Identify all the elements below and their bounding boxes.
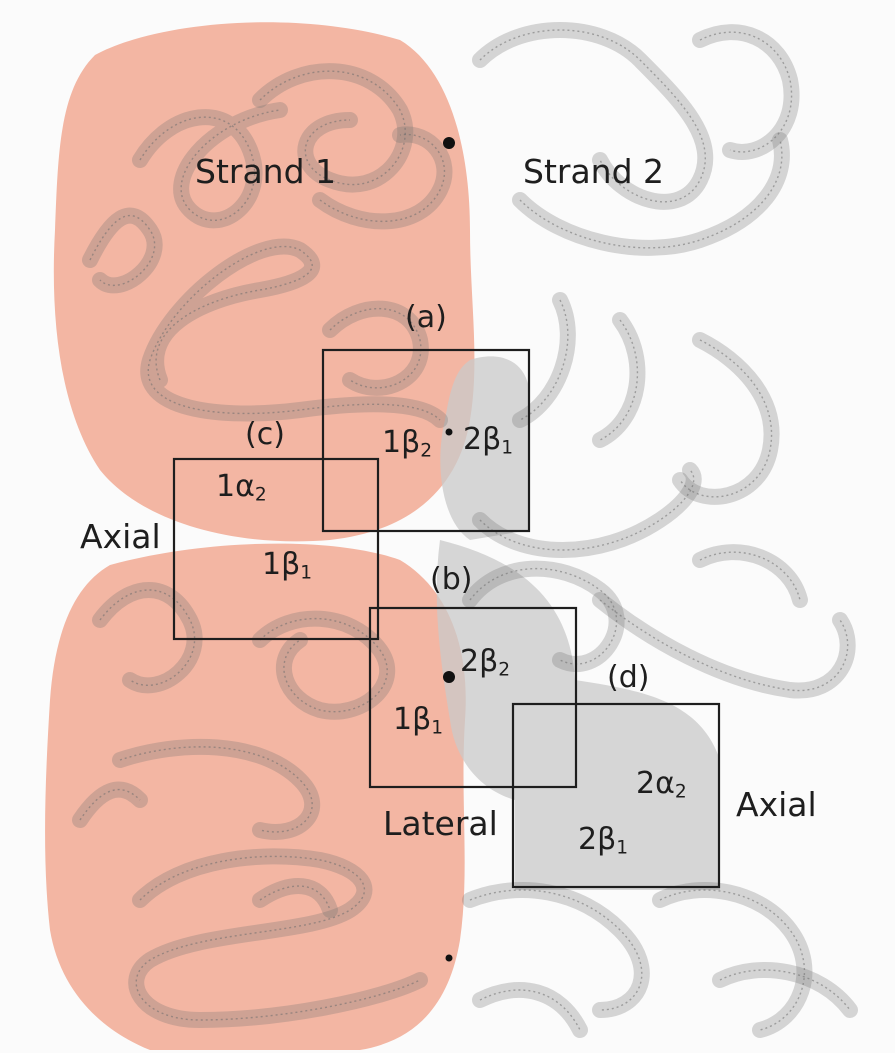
- lateral-label: Lateral: [383, 807, 498, 840]
- subunit-label-d-top: 2α2: [636, 769, 687, 802]
- subunit-label-c-bottom: 1β1: [262, 550, 312, 583]
- axial-label-left: Axial: [80, 520, 161, 553]
- subunit-label-b-top: 2β2: [460, 647, 510, 680]
- subunit-label-b-bottom: 1β1: [393, 705, 443, 738]
- ribbon-segment: [700, 552, 800, 600]
- ribbon-segment: [520, 300, 637, 440]
- interface-label-b: (b): [430, 565, 472, 595]
- axial-label-right: Axial: [736, 788, 817, 821]
- strand2-label: Strand 2: [523, 155, 664, 188]
- strand1-label: Strand 1: [195, 155, 336, 188]
- subunit-label-c-top: 1α2: [216, 472, 267, 505]
- subunit-label-a-left: 1β2: [382, 428, 432, 461]
- subunit-label-d-bottom: 2β1: [578, 825, 628, 858]
- subunit-label-a-right: 2β1: [463, 425, 513, 458]
- contact-dot: [443, 671, 455, 683]
- contact-dot: [443, 137, 455, 149]
- interface-label-a: (a): [405, 303, 447, 333]
- ribbon-segment: [660, 890, 804, 1030]
- contact-dot: [446, 429, 453, 436]
- contact-dot: [446, 955, 453, 962]
- interface-label-d: (d): [607, 663, 649, 693]
- interface-label-c: (c): [245, 420, 285, 450]
- ribbon-segment: [480, 990, 580, 1030]
